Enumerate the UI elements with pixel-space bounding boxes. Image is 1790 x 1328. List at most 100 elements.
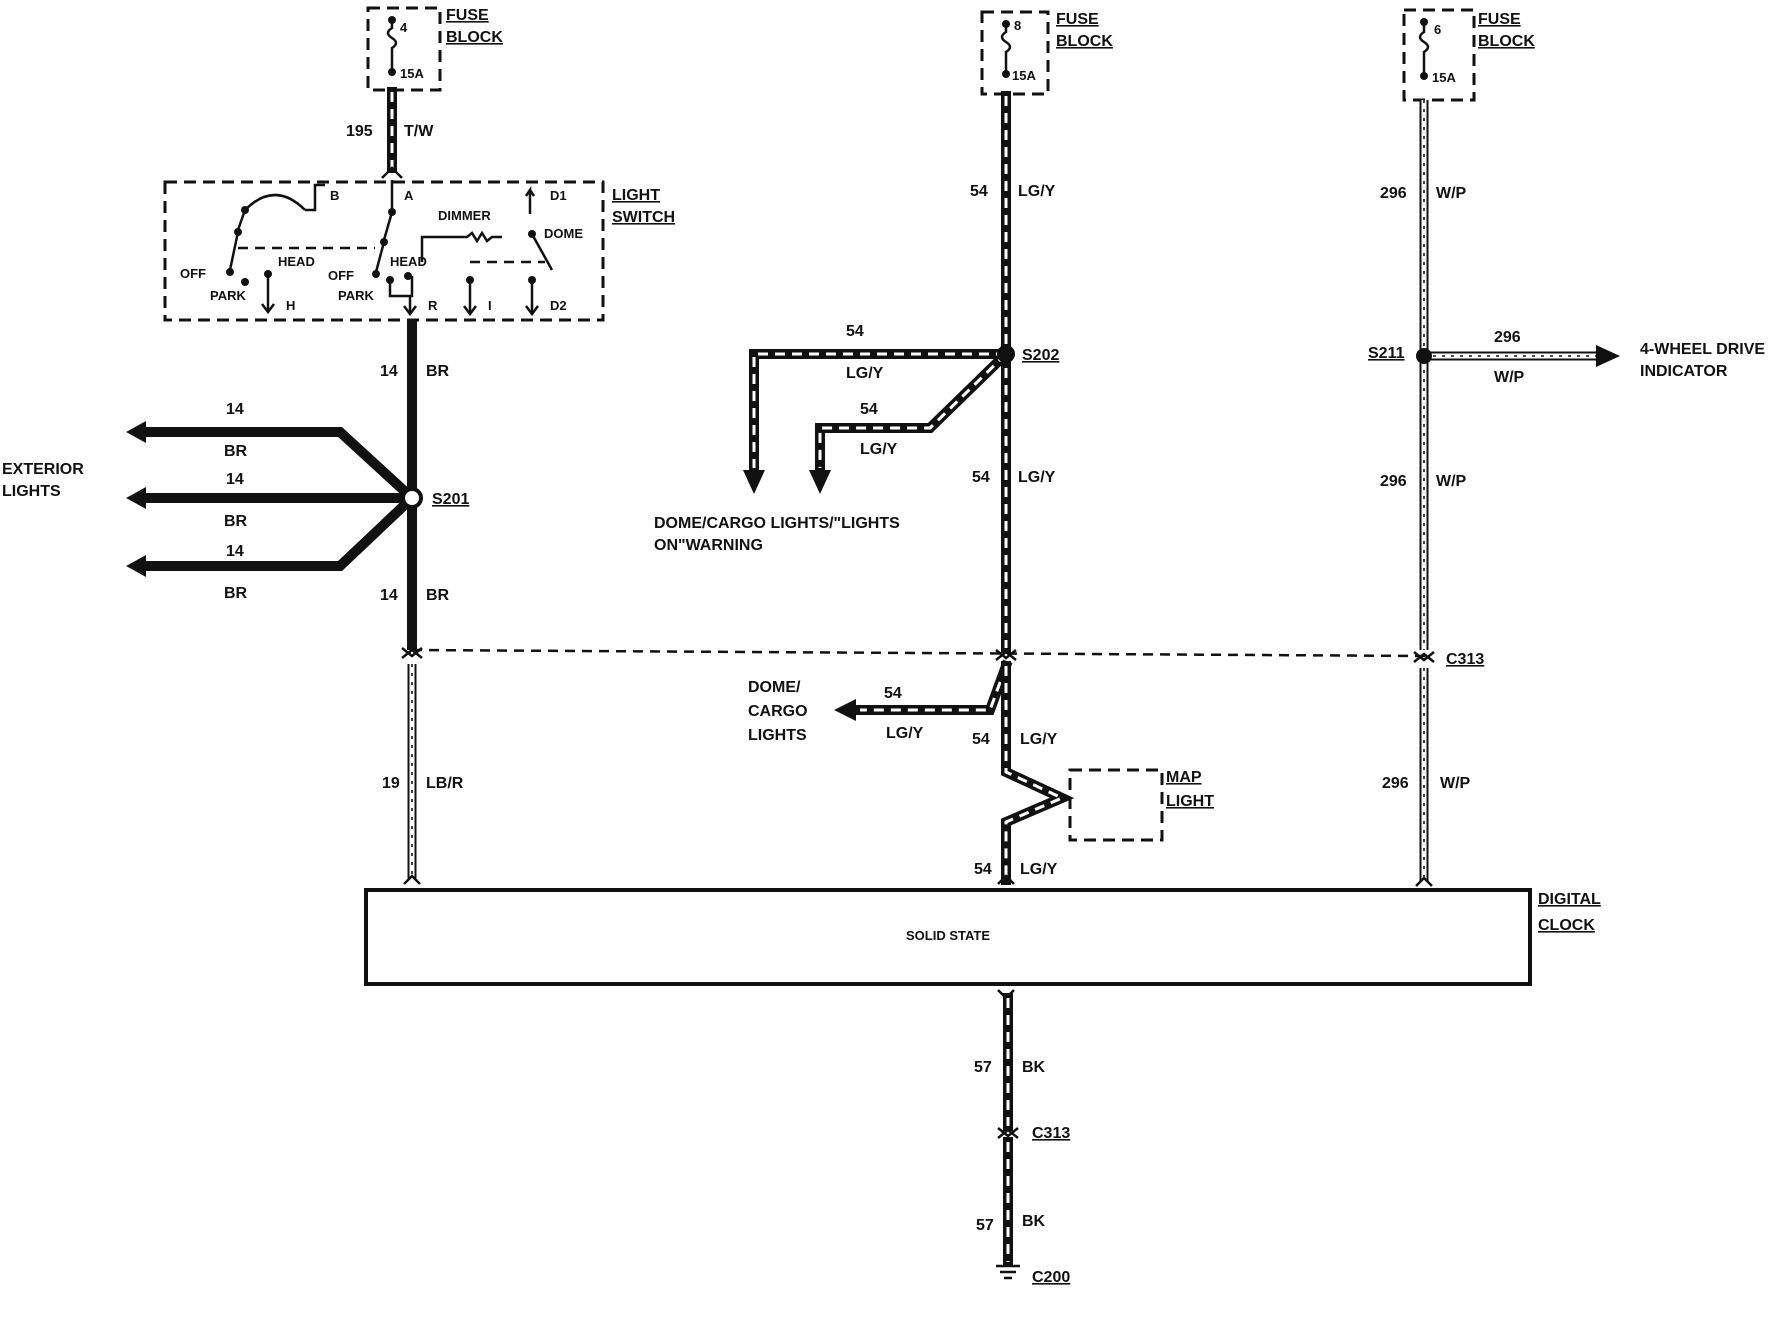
wire-circuit-label: 14 [226,471,244,488]
splice-s202: S202 54 LG/Y 54 LG/Y DOME/CARGO LIGHTS/"… [654,323,1059,554]
wire-circuit-label: 296 [1380,473,1407,490]
clock-label: DIGITAL [1538,891,1601,908]
splice-s201: S201 14 BR 14 BR 14 BR EXTERIOR LIGHTS [2,401,469,602]
wire-circuit-label: 14 [226,543,244,560]
light-switch-label: LIGHT [612,187,660,204]
fuse-number: 6 [1434,22,1441,37]
wire-circuit-label: 14 [226,401,244,418]
wire-color-label: BK [1022,1059,1046,1076]
fuse-block-label: BLOCK [1056,33,1113,50]
exterior-lights-label: EXTERIOR [2,461,84,478]
map-light: MAP LIGHT [1068,768,1214,842]
fuse-number: 4 [400,20,408,35]
clock-inner-label: SOLID STATE [906,928,990,943]
wire-circuit-label: 54 [972,469,990,486]
splice-label: S211 [1368,345,1405,362]
position-head: HEAD [278,254,315,269]
wire-color-label: LB/R [426,775,464,792]
digital-clock: SOLID STATE DIGITAL CLOCK [364,888,1601,986]
wire-color-label: W/P [1440,775,1471,792]
wire-circuit-label: 54 [970,183,988,200]
terminal-r: R [428,298,438,313]
dome-cargo-label: DOME/ [748,679,801,696]
fuse-block-4: 4 15A FUSE BLOCK [366,6,503,92]
position-off: OFF [180,266,206,281]
fuse-rating: 15A [1012,68,1036,83]
terminal-a: A [404,188,414,203]
terminal-i: I [488,298,492,313]
wire-color-label: LG/Y [1018,183,1056,200]
connector-c313-line [411,648,1426,658]
wire-circuit-label: 14 [380,587,398,604]
connector-label: C313 [1032,1125,1070,1142]
wire-19: 19 LB/R [382,647,464,885]
fuse-block-label: FUSE [1056,11,1099,28]
wire-color-label: BR [426,587,450,604]
wire-circuit-label: 57 [974,1059,992,1076]
fuse-block-label: FUSE [446,7,489,24]
wire-circuit-label: 54 [972,731,990,748]
fuse-block-label: FUSE [1478,11,1521,28]
wire-color-label: LG/Y [846,365,884,382]
position-park: PARK [338,288,374,303]
wire-color-label: LG/Y [860,441,898,458]
ground-icon [996,1264,1020,1280]
fuse-number: 8 [1014,18,1021,33]
wire-color-label: LG/Y [886,725,924,742]
splice-label: S201 [432,491,469,508]
wire-circuit-label: 296 [1380,185,1407,202]
fuse-block-label: BLOCK [446,29,503,46]
wire-14: 14 BR 14 BR [380,319,450,650]
wire-54-lower: 54 LG/Y DOME/ CARGO LIGHTS 54 LG/Y 54 LG… [748,649,1075,885]
splice-label: S202 [1022,347,1059,364]
wire-circuit-label: 54 [884,685,902,702]
map-light-label: MAP [1166,769,1202,786]
wire-color-label: W/P [1436,185,1467,202]
exterior-lights-label: LIGHTS [2,483,61,500]
fuse-block-8: 8 15A FUSE BLOCK [980,10,1113,96]
connector-label: C200 [1032,1269,1070,1286]
wire-circuit-label: 57 [976,1217,994,1234]
wire-circuit-label: 19 [382,775,400,792]
fuse-block-6: 6 15A FUSE BLOCK [1402,8,1535,102]
position-dimmer: DIMMER [438,208,491,223]
light-switch: LIGHT SWITCH B OFF HEAD PARK H A OFF HEA… [163,180,675,322]
wire-color-label: LG/Y [1020,861,1058,878]
wire-color-label: T/W [404,123,434,140]
wire-54: 54 LG/Y 54 LG/Y [970,91,1056,653]
fourwd-indicator-label: INDICATOR [1640,363,1728,380]
wire-color-label: LG/Y [1018,469,1056,486]
terminal-h: H [286,298,295,313]
wire-color-label: LG/Y [1020,731,1058,748]
fuse-rating: 15A [400,66,424,81]
wire-circuit-label: 296 [1494,329,1521,346]
wire-color-label: W/P [1494,369,1525,386]
map-light-label: LIGHT [1166,793,1214,810]
dome-cargo-label: LIGHTS [748,727,807,744]
wire-color-label: BR [224,585,248,602]
wire-circuit-label: 54 [846,323,864,340]
wire-296: 296 W/P 296 W/P S211 296 W/P 4-WHEEL DRI… [1368,100,1765,887]
clock-label: CLOCK [1538,917,1595,934]
terminal-b: B [330,188,339,203]
position-off: OFF [328,268,354,283]
light-switch-label: SWITCH [612,209,675,226]
wire-color-label: BK [1022,1213,1046,1230]
terminal-d1: D1 [550,188,567,203]
wire-color-label: BR [426,363,450,380]
position-head: HEAD [390,254,427,269]
fuse-block-label: BLOCK [1478,33,1535,50]
wire-circuit-label: 296 [1382,775,1409,792]
wire-color-label: BR [224,513,248,530]
wire-circuit-label: 54 [860,401,878,418]
fourwd-indicator-label: 4-WHEEL DRIVE [1640,341,1765,358]
dome-cargo-label: CARGO [748,703,808,720]
wire-circuit-label: 14 [380,363,398,380]
position-park: PARK [210,288,246,303]
dome-cargo-warning-label: DOME/CARGO LIGHTS/"LIGHTS [654,515,900,532]
wire-circuit-label: 195 [346,123,373,140]
connector-label: C313 [1446,651,1484,668]
fuse-rating: 15A [1432,70,1456,85]
position-dome: DOME [544,226,583,241]
